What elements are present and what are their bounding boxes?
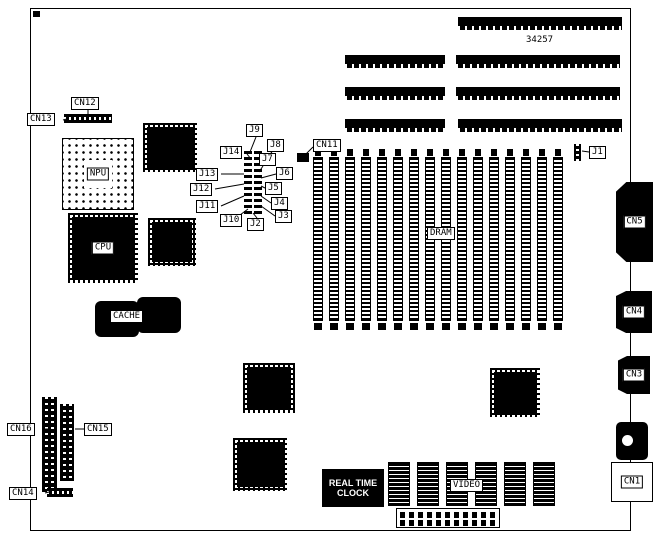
npu-socket: NPU: [62, 138, 134, 210]
jumper-label-j2: J2: [247, 218, 264, 231]
j1-connector: [574, 144, 581, 161]
jumper-label-j8: J8: [267, 139, 284, 152]
j1-label: J1: [589, 146, 606, 159]
dram-slot-row: [312, 148, 564, 332]
cn3-connector: CN3: [618, 356, 650, 394]
cn3-label: CN3: [622, 368, 646, 382]
cn4-connector: CN4: [616, 291, 652, 333]
video-chip: [388, 462, 410, 506]
dram-slot: [376, 148, 388, 332]
cn15-label: CN15: [84, 423, 112, 436]
jumper-label-j11: J11: [196, 200, 219, 213]
dram-slot: [344, 148, 356, 332]
part-number-label: 34257: [526, 35, 554, 45]
cn14-label: CN14: [9, 487, 37, 500]
jumper-label-j3: J3: [275, 210, 292, 223]
cn16-label: CN16: [7, 423, 35, 436]
bottom-pin-header: [396, 508, 500, 528]
qfp-chip: [490, 368, 540, 417]
jumper-label-j12: J12: [190, 183, 213, 196]
npu-label: NPU: [86, 167, 110, 181]
cn12-connector: [64, 114, 112, 123]
qfp-chip: [233, 438, 287, 491]
jumper-label-j7: J7: [259, 153, 276, 166]
dram-label: DRAM: [427, 227, 455, 240]
expansion-slot: [345, 55, 445, 68]
expansion-slot: [456, 55, 620, 68]
video-label: VIDEO: [450, 479, 484, 492]
dram-slot: [472, 148, 484, 332]
cache-label: CACHE: [110, 310, 144, 323]
cn5-label: CN5: [623, 215, 646, 229]
rtc-label-line2: CLOCK: [337, 488, 369, 498]
expansion-slot: [458, 119, 622, 132]
dram-slot: [328, 148, 340, 332]
cpu-label: CPU: [91, 241, 115, 255]
jumper-label-j10: J10: [220, 214, 243, 227]
rtc-label-line1: REAL TIME: [328, 478, 378, 488]
cn1-connector: CN1: [611, 462, 653, 502]
mounting-pad: [33, 11, 40, 17]
jumper-label-j6: J6: [276, 167, 293, 180]
cpu-chip: CPU: [68, 213, 138, 283]
dram-slot: [504, 148, 516, 332]
dram-slot: [520, 148, 532, 332]
cn11-label: CN11: [313, 139, 341, 152]
dram-slot: [488, 148, 500, 332]
cn4-label: CN4: [622, 305, 646, 319]
dram-slot: [408, 148, 420, 332]
cn16-connector: [42, 397, 57, 492]
cn1-label: CN1: [620, 475, 644, 489]
expansion-slot: [345, 119, 445, 132]
dram-slot: [552, 148, 564, 332]
cache-chip: [137, 297, 181, 333]
expansion-slot: [458, 17, 622, 30]
qfp-chip: [243, 363, 295, 413]
dram-slot: [456, 148, 468, 332]
dram-slot: [312, 148, 324, 332]
cn12-label: CN12: [71, 97, 99, 110]
dram-slot: [536, 148, 548, 332]
jumper-label-j14: J14: [220, 146, 243, 159]
expansion-slot: [456, 87, 620, 100]
cn11-connector: [297, 153, 309, 162]
rtc-chip: REAL TIME CLOCK: [322, 469, 384, 507]
jumper-label-j5: J5: [265, 182, 282, 195]
qfp-chip: [143, 123, 197, 172]
dram-slot: [424, 148, 436, 332]
jumper-header: [244, 151, 262, 215]
dram-slot: [360, 148, 372, 332]
din-connector: [616, 422, 648, 460]
cn5-connector: CN5: [616, 182, 653, 262]
video-chip: [504, 462, 526, 506]
jumper-label-j13: J13: [196, 168, 219, 181]
dram-slot: [392, 148, 404, 332]
video-chip: [533, 462, 555, 506]
dram-slot: [440, 148, 452, 332]
jumper-label-j4: J4: [271, 197, 288, 210]
qfp-chip: [148, 218, 196, 266]
jumper-label-j9: J9: [246, 124, 263, 137]
cn14-connector: [47, 488, 73, 497]
cn13-label: CN13: [27, 113, 55, 126]
cn15-connector: [60, 404, 74, 481]
expansion-slot: [345, 87, 445, 100]
video-chip: [417, 462, 439, 506]
